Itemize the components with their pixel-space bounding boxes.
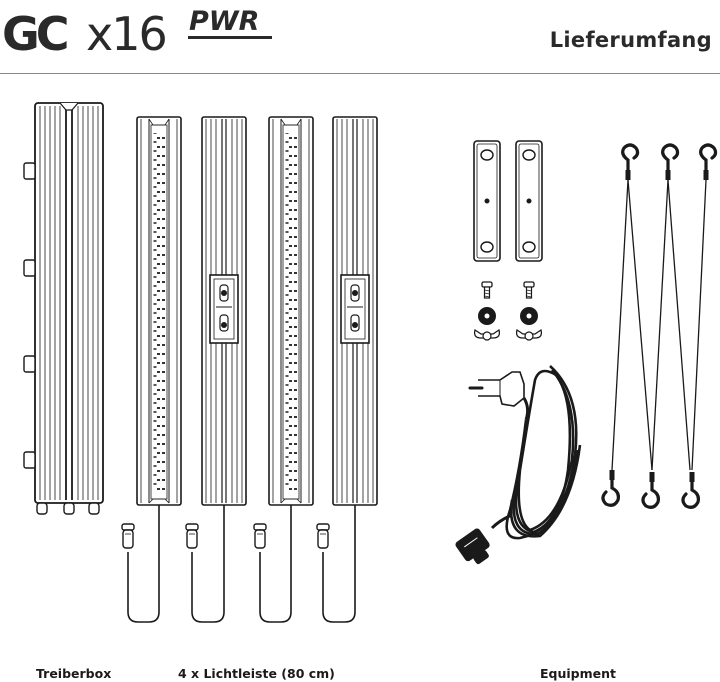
page-title: Lieferumfang (549, 28, 712, 52)
light-bar-2 (185, 116, 247, 623)
logo-variant: PWR (189, 6, 259, 37)
mounting-bracket-left (473, 140, 501, 262)
brand-logo: GC x16 PWR (2, 6, 272, 60)
hanging-wire-3 (681, 143, 718, 509)
logo-brand-letters: GC (2, 7, 67, 60)
logo-model: x16 (86, 7, 166, 60)
driver-box (23, 102, 104, 515)
screw-right (523, 281, 535, 299)
power-cable (455, 365, 582, 565)
logo-underline (188, 36, 272, 39)
light-bar-4 (316, 116, 378, 623)
caption-light-bars: 4 x Lichtleiste (80 cm) (178, 666, 335, 681)
header-divider (0, 73, 720, 74)
hanging-wire-2 (641, 143, 691, 509)
mounting-bracket-right (515, 140, 543, 262)
washer-right (520, 307, 538, 325)
hanging-wire-1 (601, 143, 653, 507)
screw-left (481, 281, 493, 299)
light-bar-3 (253, 116, 314, 623)
washer-left (478, 307, 496, 325)
wing-nut-right (515, 329, 543, 341)
caption-equipment: Equipment (540, 666, 616, 681)
caption-driver-box: Treiberbox (36, 666, 112, 681)
wing-nut-left (473, 329, 501, 341)
light-bar-1 (121, 116, 182, 623)
